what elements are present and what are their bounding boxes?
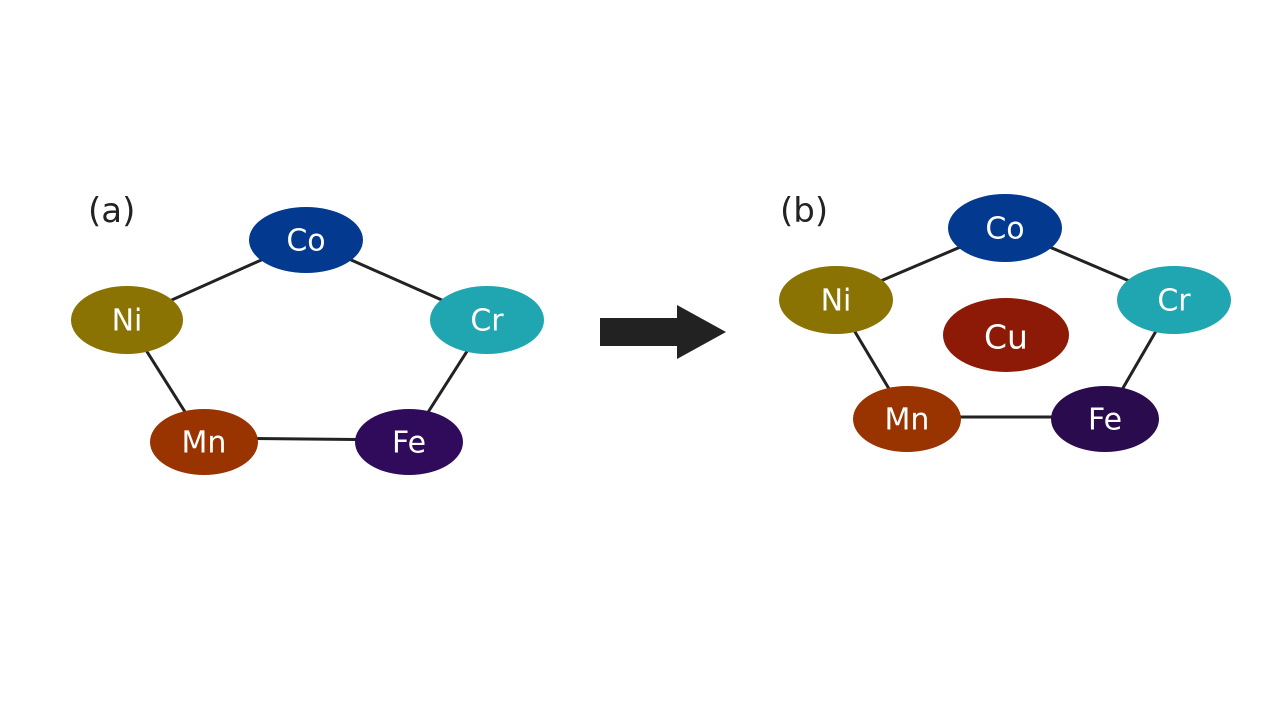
- node-ni-ellipse: [71, 286, 183, 354]
- node-cr-label: Cr: [1157, 284, 1191, 319]
- node-fe: Fe: [355, 409, 463, 475]
- arrow-right-icon: [600, 305, 726, 359]
- panel-a-label: (a): [88, 191, 135, 231]
- node-cr-label: Cr: [470, 304, 504, 339]
- node-co: Co: [948, 194, 1062, 262]
- node-ni-ellipse: [779, 266, 893, 334]
- node-cr: Cr: [430, 286, 544, 354]
- node-mn-ellipse: [853, 386, 961, 452]
- node-ni-label: Ni: [821, 284, 852, 319]
- node-co-label: Co: [286, 224, 325, 259]
- node-fe-label: Fe: [1088, 403, 1122, 438]
- node-cr: Cr: [1117, 266, 1231, 334]
- node-cr-ellipse: [1117, 266, 1231, 334]
- node-cr-ellipse: [430, 286, 544, 354]
- node-fe-label: Fe: [392, 426, 426, 461]
- node-ni: Ni: [71, 286, 183, 354]
- node-co-label: Co: [985, 212, 1024, 247]
- node-fe-ellipse: [355, 409, 463, 475]
- node-cu-label: Cu: [984, 318, 1028, 357]
- node-co-ellipse: [948, 194, 1062, 262]
- node-co-ellipse: [249, 207, 363, 273]
- panel-b-label: (b): [780, 191, 828, 231]
- node-ni-label: Ni: [112, 304, 143, 339]
- node-mn-label: Mn: [182, 426, 227, 461]
- node-fe-ellipse: [1051, 386, 1159, 452]
- node-mn-ellipse: [150, 409, 258, 475]
- node-co: Co: [249, 207, 363, 273]
- panel-a: (a) Co Cr Fe Mn Ni: [71, 191, 544, 475]
- node-mn-label: Mn: [885, 403, 930, 438]
- node-ni: Ni: [779, 266, 893, 334]
- node-fe: Fe: [1051, 386, 1159, 452]
- node-mn: Mn: [853, 386, 961, 452]
- panel-b: (b) Co Cr Fe Mn Ni Cu: [779, 191, 1231, 452]
- node-cu: Cu: [943, 298, 1069, 372]
- node-cu-ellipse: [943, 298, 1069, 372]
- node-mn: Mn: [150, 409, 258, 475]
